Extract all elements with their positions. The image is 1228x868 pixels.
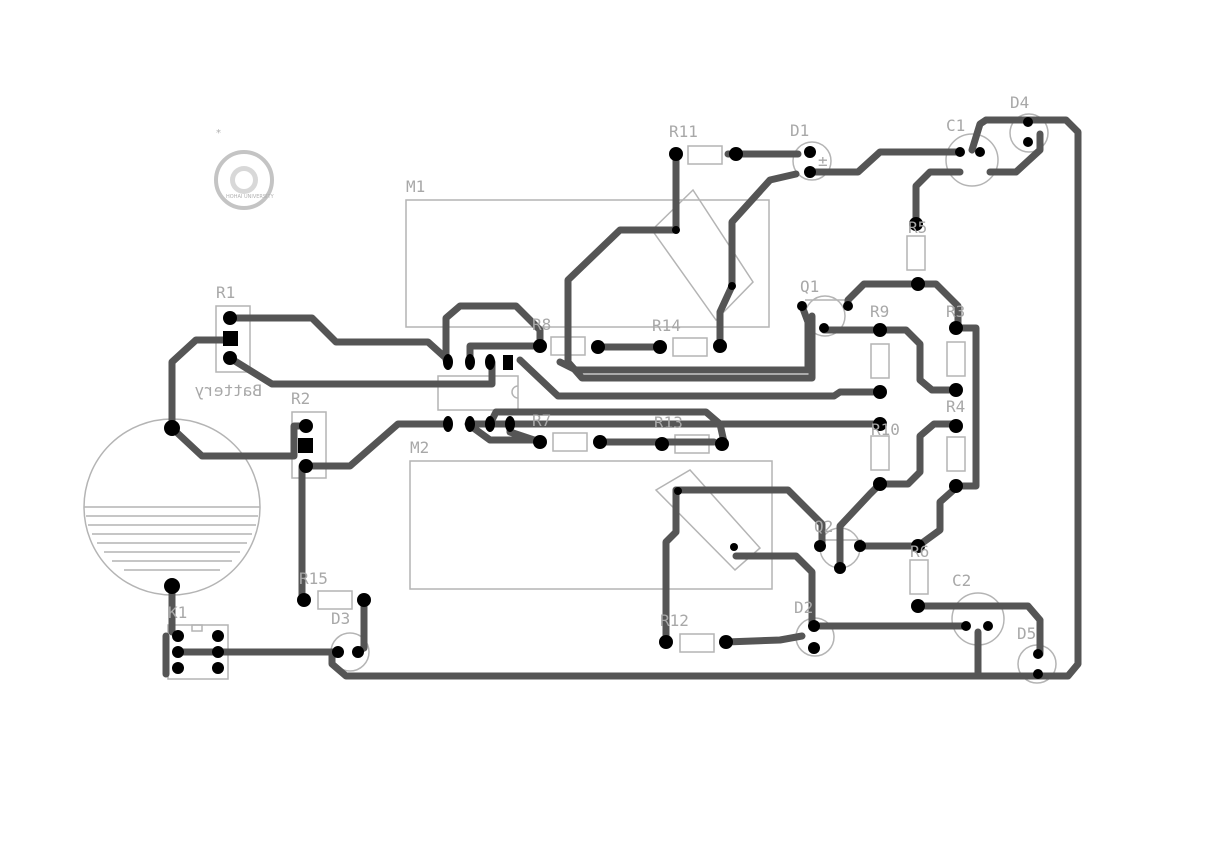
ic-outline [437,375,519,411]
label-q1: Q1 [800,277,819,296]
label-k1: K1 [168,603,187,622]
label-m2: M2 [410,438,429,457]
label-r5: R5 [908,218,927,237]
label-r15: R15 [299,569,328,588]
label-r11: R11 [669,122,698,141]
component-pads [164,117,1043,679]
component-labels: M1 M2 R1 R2 R3 R4 R5 R6 R7 R8 R9 R10 R11… [168,93,1036,643]
label-r9: R9 [870,302,889,321]
label-d5: D5 [1017,624,1036,643]
label-r7: R7 [532,411,551,430]
battery-holder [83,418,261,596]
label-r8: R8 [532,315,551,334]
svg-text:±: ± [818,151,828,170]
label-d3: D3 [331,609,350,628]
label-r6: R6 [910,542,929,561]
label-r4: R4 [946,397,965,416]
label-q2: Q2 [814,517,833,536]
university-seal-icon: HOHAI UNIVERSITY * [214,128,275,210]
svg-text:*: * [216,128,221,139]
label-r2: R2 [291,389,310,408]
label-c1: C1 [946,116,965,135]
label-battery: Battery [194,381,262,400]
label-r10: R10 [871,420,900,439]
label-r12: R12 [660,611,689,630]
label-d4: D4 [1010,93,1029,112]
label-r3: R3 [946,302,965,321]
label-d1: D1 [790,121,809,140]
label-r14: R14 [652,316,681,335]
label-c2: C2 [952,571,971,590]
label-d2: D2 [794,598,813,617]
label-r13: R13 [654,413,683,432]
logo-text: HOHAI UNIVERSITY [226,194,275,200]
label-m1: M1 [406,177,425,196]
label-r1: R1 [216,283,235,302]
module-m2 [409,460,773,590]
